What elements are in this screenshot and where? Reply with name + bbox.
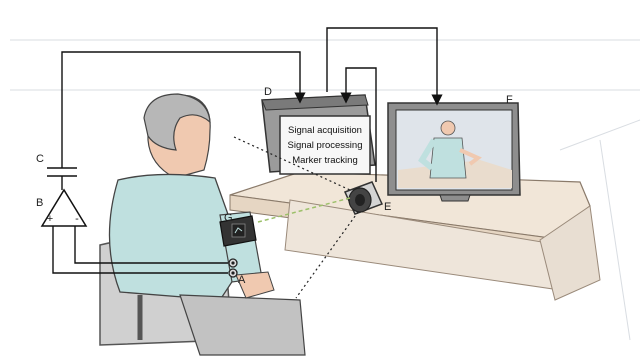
monitor-f bbox=[388, 103, 520, 201]
label-b: B bbox=[36, 197, 43, 209]
capacitor-c bbox=[47, 168, 77, 176]
computer-d: Signal acquisition Signal processing Mar… bbox=[262, 95, 375, 174]
amplifier-plus: + bbox=[47, 213, 53, 225]
trousers bbox=[180, 295, 305, 355]
label-e: E bbox=[384, 201, 391, 213]
amplifier-b: + - bbox=[42, 190, 86, 226]
screen-line-processing: Signal processing bbox=[288, 140, 363, 151]
label-c: C bbox=[36, 153, 44, 165]
screen-line-acquisition: Signal acquisition bbox=[288, 125, 362, 136]
label-a: A bbox=[238, 274, 246, 286]
screen-line-tracking: Marker tracking bbox=[292, 155, 357, 166]
label-d: D bbox=[264, 86, 272, 98]
amplifier-minus: - bbox=[75, 213, 79, 225]
label-g: G bbox=[224, 212, 233, 224]
label-f: F bbox=[506, 94, 513, 106]
